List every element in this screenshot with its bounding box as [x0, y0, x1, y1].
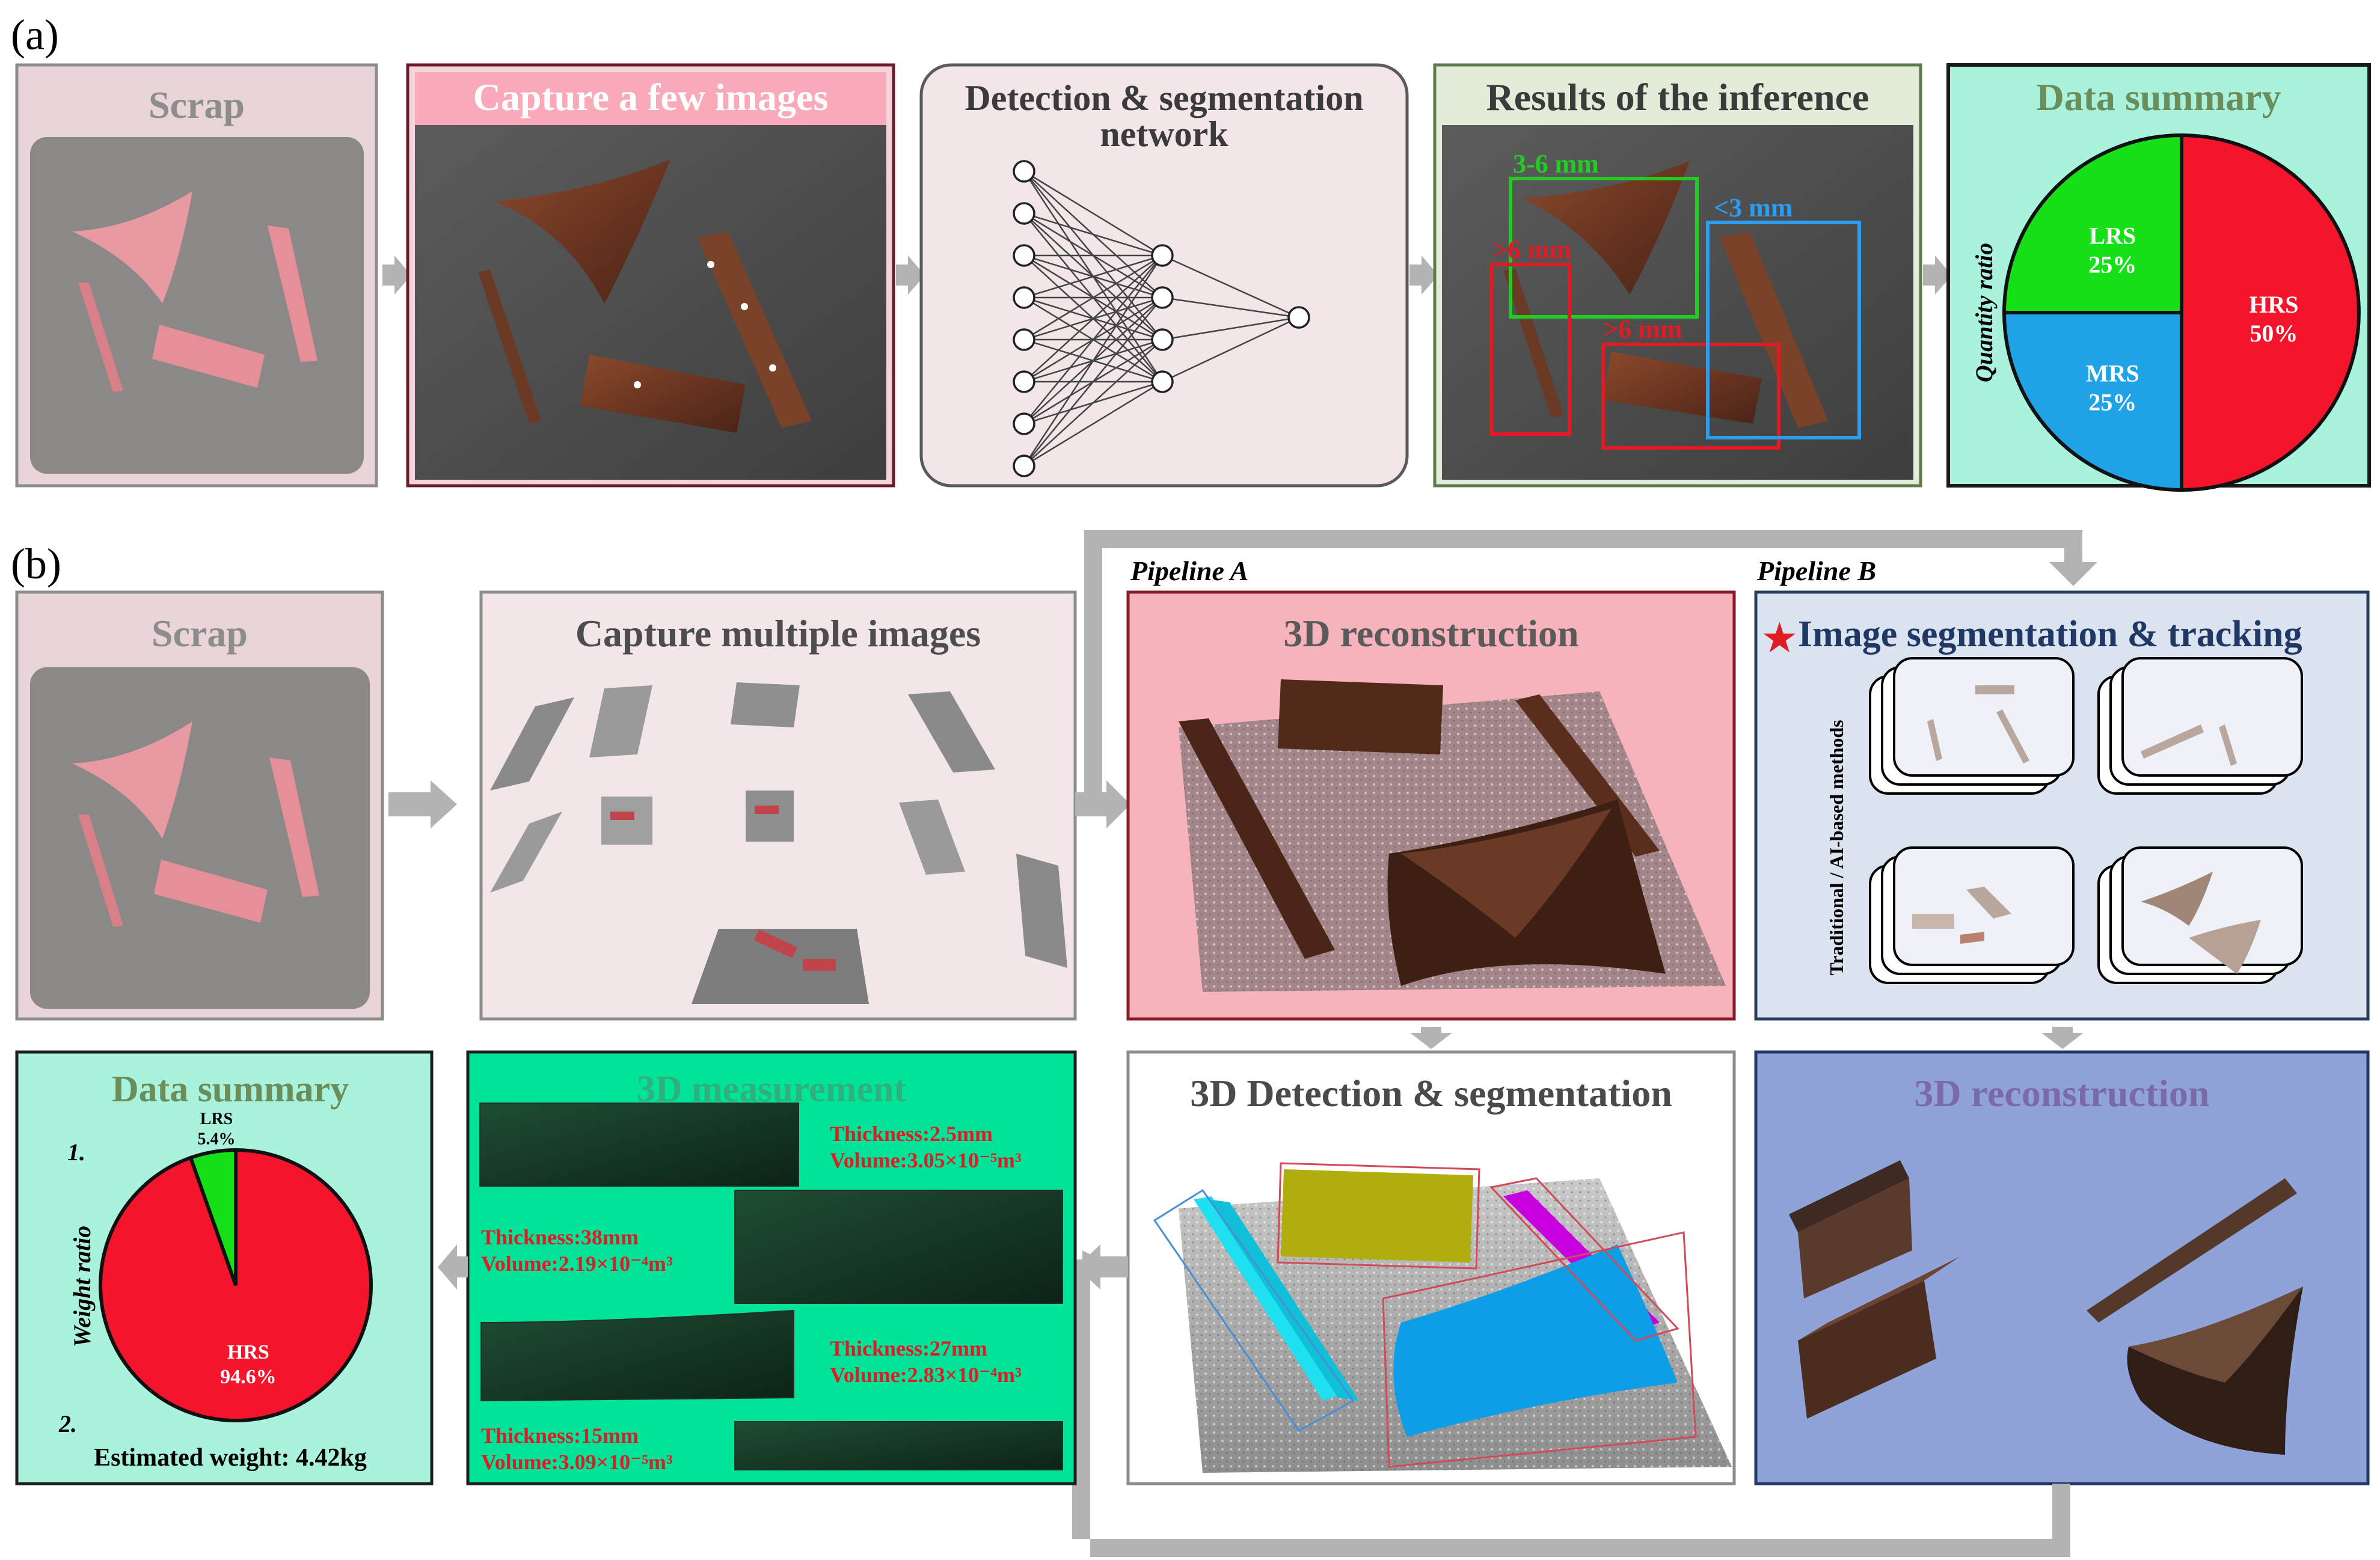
weight-ratio-label: Weight ratio [69, 1226, 96, 1348]
flow-arrow [1410, 1027, 1452, 1049]
pie-value-lrs: 5.4% [198, 1130, 236, 1149]
network-node [1014, 456, 1034, 476]
network-node [1014, 245, 1034, 266]
volume-1: Volume:3.05×10⁻⁵m³ [830, 1148, 1022, 1172]
network-node [1014, 329, 1034, 350]
pie-value-mrs: 25% [2088, 389, 2136, 416]
flow-arrow [388, 780, 457, 828]
flow-arrow [438, 1244, 468, 1289]
star-icon: ★ [1761, 616, 1799, 662]
pie-label-mrs: MRS [2086, 360, 2139, 387]
summary-panel-b: Data summary 1. Weight ratio HRS 94.6% LRS… [17, 1052, 432, 1484]
box-label-green: 3-6 mm [1513, 149, 1599, 179]
capture-panel-a: Capture a few images [408, 65, 894, 486]
results-panel-a: Results of the inference 3-6 mm >6 mm >6… [1435, 65, 1921, 486]
frame-stack-bottom-left [1870, 848, 2073, 983]
pie-value-hrs: 94.6% [220, 1366, 277, 1388]
flow-arrow [2041, 1027, 2084, 1049]
network-node [1152, 372, 1173, 392]
summary-title-b: Data summary [112, 1069, 349, 1110]
traditional-ai-methods-label: Traditional / AI-based methods [1826, 720, 1847, 975]
thickness-3: Thickness:27mm [830, 1336, 987, 1360]
pie-label-hrs: HRS [227, 1341, 269, 1363]
weight-marker-1: 1. [67, 1139, 85, 1166]
network-node [1014, 161, 1034, 182]
box-label-red-left: >6 mm [1492, 235, 1571, 265]
network-title-line2: network [1100, 114, 1228, 154]
measurement-panel: 3D measurement Thickness:2.5mm Volume:3.… [468, 1052, 1075, 1484]
network-panel-a: Detection & segmentation network [921, 65, 1407, 486]
summary-panel-a: Data summary Quantity ratio HRS50%MRS25%… [1948, 65, 2369, 490]
segmentation-tracking-title: Image segmentation & tracking [1798, 614, 2302, 655]
reconstruction-title-a: 3D reconstruction [1283, 612, 1578, 655]
segmentation-tracking-panel: ★ Image segmentation & tracking Traditio… [1756, 592, 2368, 1019]
capture-title-b: Capture multiple images [575, 612, 981, 655]
weight-marker-2: 2. [58, 1410, 77, 1437]
panel-b-label: (b) [11, 540, 61, 588]
scrap-panel-b: Scrap [17, 592, 382, 1019]
network-node [1014, 287, 1034, 308]
results-title: Results of the inference [1486, 76, 1869, 118]
frame-stack-top-right [2099, 658, 2302, 794]
network-node [1289, 307, 1309, 328]
pipeline-b-tag: Pipeline B [1756, 555, 1876, 586]
thickness-2: Thickness:38mm [481, 1225, 639, 1249]
pie-label-lrs: LRS [2089, 222, 2136, 249]
network-node [1014, 372, 1034, 392]
pie-label-lrs: LRS [200, 1110, 233, 1128]
pipeline-a-tag: Pipeline A [1130, 555, 1248, 586]
reconstruction-panel-b: 3D reconstruction [1756, 1052, 2368, 1484]
network-title-line1: Detection & segmentation [965, 78, 1363, 118]
reconstruction-panel-a: 3D reconstruction [1128, 592, 1734, 1019]
volume-2: Volume:2.19×10⁻⁴m³ [481, 1252, 673, 1276]
box-label-blue: <3 mm [1714, 193, 1793, 222]
frame-stack-bottom-right [2099, 848, 2302, 983]
volume-4: Volume:3.09×10⁻⁵m³ [481, 1450, 673, 1474]
capture-title-a: Capture a few images [473, 76, 829, 118]
detection3d-title: 3D Detection & segmentation [1190, 1072, 1672, 1115]
panel-a-label: (a) [11, 11, 59, 59]
pie-label-hrs: HRS [2249, 291, 2298, 318]
reconstruction-title-b: 3D reconstruction [1914, 1072, 2209, 1115]
network-node [1152, 329, 1173, 350]
thickness-1: Thickness:2.5mm [830, 1122, 993, 1146]
scrap-title-a: Scrap [149, 84, 245, 126]
volume-3: Volume:2.83×10⁻⁴m³ [830, 1363, 1022, 1387]
thickness-4: Thickness:15mm [481, 1424, 639, 1448]
scrap-panel-a: Scrap [17, 65, 376, 486]
pie-value-lrs: 25% [2088, 251, 2136, 278]
network-node [1014, 203, 1034, 224]
network-node [1014, 414, 1034, 434]
pie-value-hrs: 50% [2250, 320, 2298, 347]
quantity-ratio-label: Quantity ratio [1971, 243, 1998, 382]
box-label-red-bottom: >6 mm [1603, 314, 1682, 344]
network-node [1152, 245, 1173, 266]
scrap-title-b: Scrap [152, 612, 248, 655]
network-node [1152, 287, 1173, 308]
capture-panel-b: Capture multiple images [481, 592, 1075, 1019]
estimated-weight: Estimated weight: 4.42kg [94, 1444, 367, 1472]
summary-title-a: Data summary [2036, 76, 2281, 118]
frame-stack-top-left [1870, 658, 2073, 794]
detection3d-panel: 3D Detection & segmentation [1128, 1052, 1734, 1484]
